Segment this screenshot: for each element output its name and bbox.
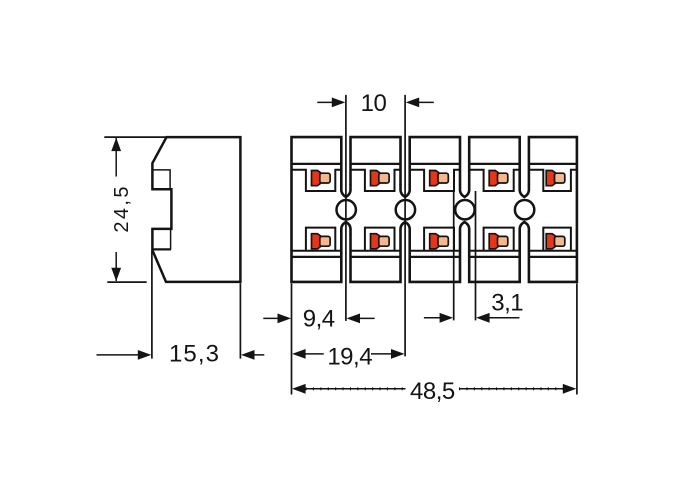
svg-text:10: 10 <box>361 90 387 117</box>
svg-text:3,1: 3,1 <box>491 289 523 316</box>
svg-text:15,3: 15,3 <box>169 340 220 367</box>
svg-text:9,4: 9,4 <box>303 305 335 332</box>
svg-text:48,5: 48,5 <box>410 378 455 405</box>
svg-text:24,5: 24,5 <box>111 184 133 233</box>
svg-text:19,4: 19,4 <box>327 343 372 370</box>
